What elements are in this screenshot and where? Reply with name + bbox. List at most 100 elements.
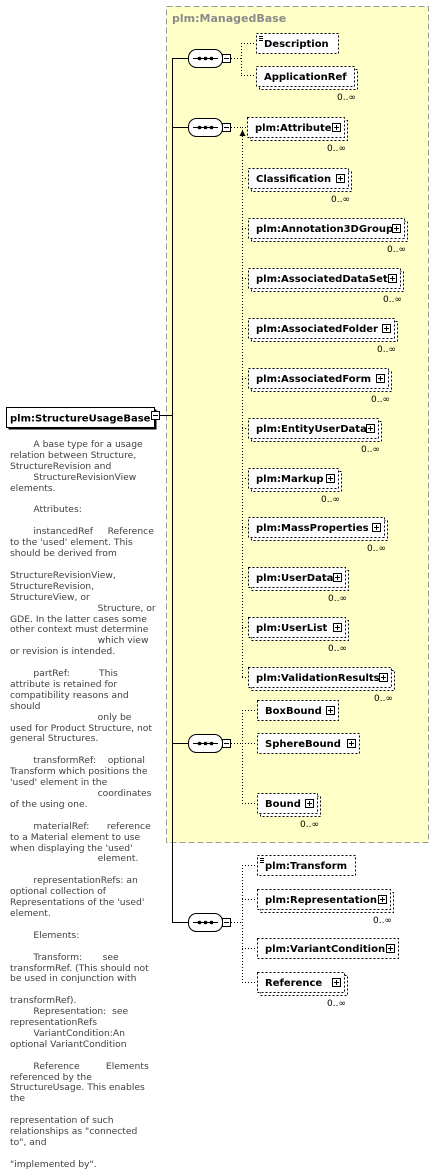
element-transform[interactable]: plm:Transform [257, 855, 356, 876]
element-description[interactable]: Description [256, 33, 339, 54]
element-label: Description [264, 39, 329, 50]
expander-plus-icon[interactable] [333, 573, 342, 582]
element-bound[interactable]: Bound 0..∞ [257, 793, 321, 831]
element-box-bound[interactable]: BoxBound [257, 700, 339, 721]
expander-plus-icon[interactable] [332, 978, 341, 987]
element-boxes: DescriptionApplicationRef0..∞plm:Attribu… [247, 33, 408, 1010]
documentation-text: A base type for a usage relation between… [10, 439, 156, 1170]
expander-plus-icon[interactable] [326, 706, 335, 715]
expander-minus-icon[interactable] [222, 54, 231, 63]
sequence-compositor-4[interactable] [188, 913, 223, 932]
cardinality-label: 0..∞ [328, 644, 347, 654]
element-label: plm:MassProperties [256, 523, 369, 534]
root-connectors [160, 58, 188, 923]
expander-plus-icon[interactable] [379, 673, 388, 682]
expander-plus-icon[interactable] [382, 324, 391, 333]
expander-plus-icon[interactable] [372, 523, 381, 532]
element-label: plm:ValidationResults [256, 673, 380, 684]
element-box [248, 218, 405, 239]
element-reference[interactable]: Reference 0..∞ [257, 972, 348, 1010]
documentation-icon [260, 858, 264, 863]
choice-ticks [242, 127, 248, 678]
expander-minus-icon[interactable] [151, 411, 160, 420]
expander-plus-icon[interactable] [332, 123, 341, 132]
element-box [248, 468, 339, 489]
cardinality-label: 0..∞ [374, 694, 393, 704]
expander-minus-icon[interactable] [222, 739, 231, 748]
element-box [248, 667, 392, 688]
expander-plus-icon[interactable] [347, 739, 356, 748]
cardinality-label: 0..∞ [327, 999, 346, 1009]
element-box [257, 700, 339, 721]
element-label: ApplicationRef [264, 72, 347, 83]
root-label: plm:StructureUsageBase [10, 414, 151, 425]
element-sphere-bound[interactable]: SphereBound [257, 733, 360, 754]
expander-plus-icon[interactable] [326, 474, 335, 483]
element-label: plm:Transform [265, 861, 347, 872]
expander-plus-icon[interactable] [392, 224, 401, 233]
element-box [257, 733, 360, 754]
expander-plus-icon[interactable] [366, 424, 375, 433]
expander-plus-icon[interactable] [388, 274, 397, 283]
element-label: BoxBound [265, 706, 322, 717]
element-box [256, 66, 355, 87]
cardinality-label: 0..∞ [377, 345, 396, 355]
sequence-compositor-2[interactable] [188, 118, 223, 137]
expander-minus-icon[interactable] [222, 123, 231, 132]
expander-plus-icon[interactable] [333, 623, 342, 632]
cardinality-label: 0..∞ [300, 820, 319, 830]
element-label: Bound [265, 799, 301, 810]
sequence-compositor-1[interactable] [188, 49, 223, 68]
element-markup[interactable]: plm:Markup 0..∞ [248, 468, 342, 506]
cardinality-label: 0..∞ [361, 445, 380, 455]
cardinality-label: 0..∞ [321, 495, 340, 505]
schema-diagram: plm:ManagedBase plm:StructureUsageBase [6, 6, 429, 1010]
element-box [248, 418, 379, 439]
element-box [248, 617, 346, 638]
element-label: plm:Markup [256, 474, 324, 485]
element-label: SphereBound [265, 739, 341, 750]
documentation-icon [259, 36, 263, 41]
group-title: plm:ManagedBase [172, 12, 286, 25]
sequence-compositor-3[interactable] [188, 734, 223, 753]
expander-plus-icon[interactable] [336, 174, 345, 183]
element-label: plm:UserData [256, 573, 333, 584]
expander-plus-icon[interactable] [378, 895, 387, 904]
element-box [248, 168, 349, 189]
root-element[interactable]: plm:StructureUsageBase [6, 407, 157, 430]
element-associated-folder[interactable]: plm:AssociatedFolder 0..∞ [248, 318, 398, 356]
expander-plus-icon[interactable] [386, 944, 395, 953]
element-box [257, 889, 391, 910]
expander-plus-icon[interactable] [376, 374, 385, 383]
element-label: plm:AssociatedFolder [256, 324, 378, 335]
cardinality-label: 0..∞ [373, 916, 392, 926]
element-label: Reference [265, 978, 322, 989]
element-validation-results[interactable]: plm:ValidationResults 0..∞ [248, 667, 395, 705]
expander-minus-icon[interactable] [222, 918, 231, 927]
expander-plus-icon[interactable] [305, 799, 314, 808]
element-label: plm:VariantCondition [265, 944, 385, 955]
branch-connectors [231, 43, 257, 983]
element-label: plm:UserList [256, 623, 328, 634]
element-mass-properties[interactable]: plm:MassProperties 0..∞ [248, 517, 388, 555]
element-variant-condition[interactable]: plm:VariantCondition [257, 938, 399, 959]
element-box [247, 117, 345, 138]
element-box [248, 268, 401, 289]
element-box [248, 517, 385, 538]
element-box [248, 368, 389, 389]
element-box [248, 567, 346, 588]
element-label: plm:Annotation3DGroup [256, 224, 393, 235]
element-label: plm:Attribute [255, 123, 332, 134]
cardinality-label: 0..∞ [371, 395, 390, 405]
cardinality-label: 0..∞ [367, 544, 386, 554]
